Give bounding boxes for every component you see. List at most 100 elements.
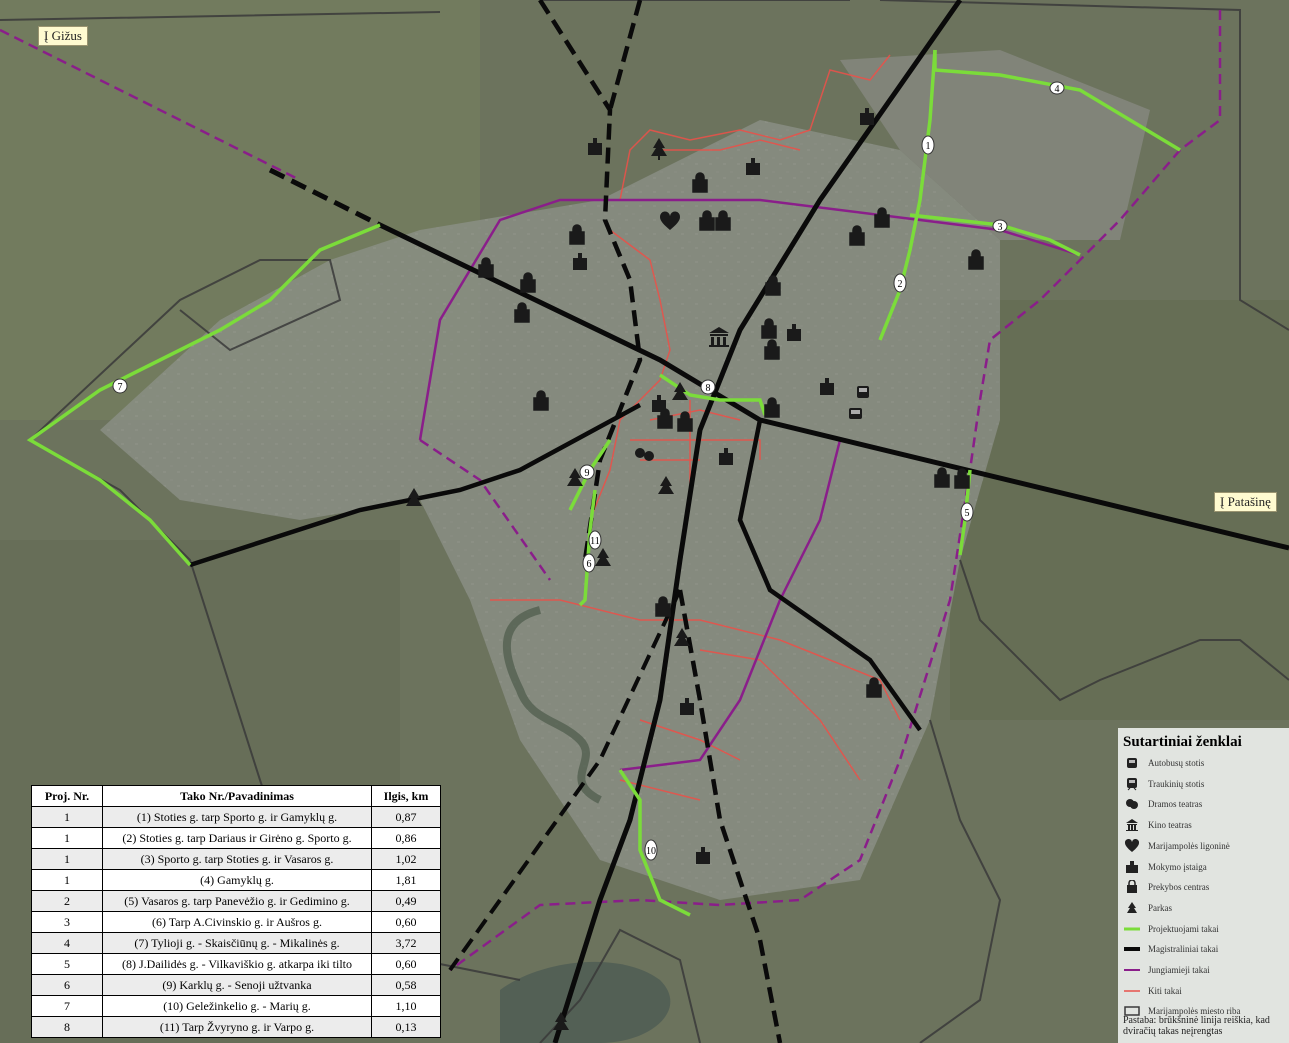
shopping-bag-icon	[478, 172, 984, 698]
svg-text:1: 1	[926, 141, 931, 152]
route-1-2-line	[878, 49, 937, 341]
route-marker-6: 6	[582, 553, 596, 573]
header-length: Ilgis, km	[371, 785, 441, 807]
cell-length: 0,13	[371, 1016, 441, 1038]
legend-item: Mokymo įstaiga	[1124, 859, 1207, 875]
black-line-icon	[1124, 941, 1140, 957]
legend-item: Marijampolės miesto riba	[1124, 1003, 1240, 1019]
lake	[500, 961, 671, 1043]
cell-length: 3,72	[371, 932, 441, 954]
route-marker-2: 2	[893, 273, 907, 293]
legend-item: Parkas	[1124, 900, 1172, 916]
cell-length: 1,10	[371, 995, 441, 1017]
cell-proj-nr: 1	[31, 806, 103, 828]
tree-icon	[1124, 900, 1140, 916]
svg-text:5: 5	[965, 508, 970, 519]
train-icon	[1124, 776, 1140, 792]
route-marker-5: 5	[960, 502, 974, 522]
cell-proj-nr: 1	[31, 827, 103, 849]
project-table: Proj. Nr. Tako Nr./Pavadinimas Ilgis, km…	[31, 785, 441, 1038]
cell-name: (8) J.Dailidės g. - Vilkaviškio g. atkar…	[102, 953, 372, 975]
legend-item: Marijampolės ligoninė	[1124, 838, 1230, 854]
table-row: 1(1) Stoties g. tarp Sporto g. ir Gamykl…	[31, 806, 441, 828]
svg-text:6: 6	[587, 559, 592, 570]
header-name: Tako Nr./Pavadinimas	[102, 785, 372, 807]
cell-name: (7) Tylioji g. - Skaisčiūnų g. - Mikalin…	[102, 932, 372, 954]
shopping-bag-icon	[1124, 879, 1140, 895]
route-marker-11: 11	[588, 530, 602, 550]
route-7-line	[26, 223, 381, 567]
legend-item: Projektuojami takai	[1124, 921, 1219, 937]
cell-proj-nr: 3	[31, 911, 103, 933]
cell-length: 0,60	[371, 953, 441, 975]
cell-length: 0,86	[371, 827, 441, 849]
main-paths	[189, 0, 1289, 1043]
legend-item-label: Jungiamieji takai	[1148, 965, 1210, 975]
cell-name: (4) Gamyklų g.	[102, 869, 372, 891]
urban-texture	[100, 120, 1000, 900]
legend-item-label: Kiti takai	[1148, 985, 1182, 996]
cell-length: 0,60	[371, 911, 441, 933]
svg-text:4: 4	[1055, 84, 1060, 95]
route-marker-10: 10	[644, 839, 658, 861]
route-3-line	[909, 213, 1081, 257]
cell-proj-nr: 5	[31, 953, 103, 975]
legend-item: Jungiamieji takai	[1124, 962, 1210, 978]
route-marker-7: 7	[112, 378, 128, 394]
cinema-building-icon	[1124, 817, 1140, 833]
theatre-masks-icon	[1124, 796, 1140, 812]
legend-item: Autobusų stotis	[1124, 755, 1204, 771]
cell-name: (9) Karklų g. - Senoji užtvanka	[102, 974, 372, 996]
route-marker-9: 9	[579, 464, 595, 480]
legend-item-label: Prekybos centras	[1148, 882, 1210, 893]
river	[503, 606, 602, 804]
legend-item: Kiti takai	[1124, 983, 1182, 999]
label-gizus: Į Gižus	[38, 26, 88, 46]
table-row: 5(8) J.Dailidės g. - Vilkaviškio g. atka…	[31, 953, 441, 975]
legend-item: Dramos teatras	[1124, 796, 1202, 812]
cell-name: (2) Stoties g. tarp Dariaus ir Girėno g.…	[102, 827, 372, 849]
legend-item-label: Magistraliniai takai	[1148, 944, 1219, 955]
table-row: 8(11) Tarp Žvyryno g. ir Varpo g.0,13	[31, 1016, 441, 1038]
table-row: 1(3) Sporto g. tarp Stoties g. ir Vasaro…	[31, 848, 441, 870]
cell-proj-nr: 6	[31, 974, 103, 996]
route-marker-8: 8	[700, 379, 716, 395]
legend-item: Kino teatras	[1124, 817, 1192, 833]
route-10-line	[618, 769, 691, 917]
svg-text:9: 9	[585, 468, 590, 479]
header-proj-nr: Proj. Nr.	[31, 785, 103, 807]
svg-text:7: 7	[118, 382, 123, 393]
route-marker-4: 4	[1049, 81, 1065, 95]
cell-name: (5) Vasaros g. tarp Panevėžio g. ir Gedi…	[102, 890, 372, 912]
table-row: 2(5) Vasaros g. tarp Panevėžio g. ir Ged…	[31, 890, 441, 912]
hospital-heart-icon	[1124, 838, 1140, 854]
cell-name: (6) Tarp A.Civinskio g. ir Aušros g.	[102, 911, 372, 933]
cell-name: (11) Tarp Žvyryno g. ir Varpo g.	[102, 1016, 372, 1038]
svg-text:2: 2	[898, 279, 903, 290]
table-header-row: Proj. Nr. Tako Nr./Pavadinimas Ilgis, km	[31, 785, 441, 807]
cell-proj-nr: 7	[31, 995, 103, 1017]
tree-icon	[406, 138, 690, 1030]
cell-proj-nr: 2	[31, 890, 103, 912]
border-box-icon	[1124, 1003, 1140, 1019]
cell-length: 0,49	[371, 890, 441, 912]
legend-item-label: Autobusų stotis	[1148, 758, 1205, 768]
cell-name: (10) Geležinkelio g. - Marių g.	[102, 995, 372, 1017]
legend-item-label: Parkas	[1148, 902, 1172, 913]
cell-proj-nr: 1	[31, 869, 103, 891]
bus-icon	[849, 408, 862, 419]
route-markers: 1 2 3 4 5 6 7 8 9 10 11	[112, 81, 1065, 861]
svg-text:8: 8	[706, 383, 711, 394]
table-row: 7(10) Geležinkelio g. - Marių g.1,10	[31, 995, 441, 1017]
table-row: 1(4) Gamyklų g.1,81	[31, 869, 441, 891]
legend-item-label: Mokymo įstaiga	[1148, 861, 1207, 872]
table-row: 3(6) Tarp A.Civinskio g. ir Aušros g.0,6…	[31, 911, 441, 933]
table-body: 1(1) Stoties g. tarp Sporto g. ir Gamykl…	[31, 806, 441, 1038]
table-row: 1(2) Stoties g. tarp Dariaus ir Girėno g…	[31, 827, 441, 849]
train-icon	[857, 386, 869, 398]
